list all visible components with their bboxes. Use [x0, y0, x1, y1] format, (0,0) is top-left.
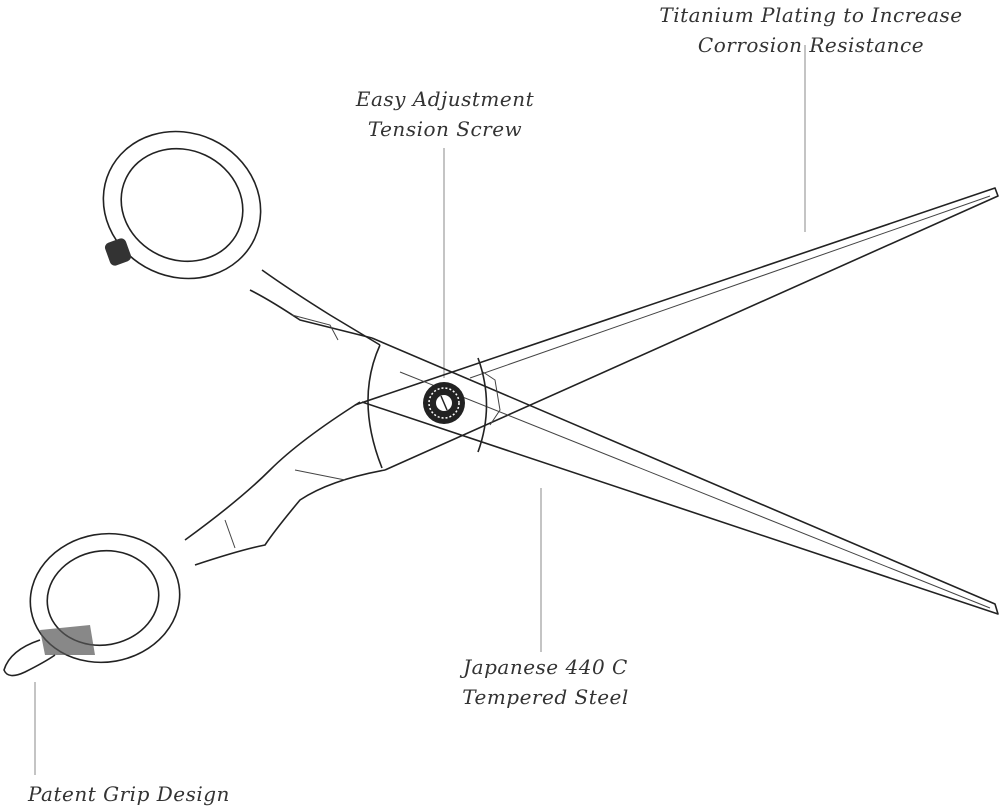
label-titanium-plating: Titanium Plating to Increase Corrosion R…: [636, 0, 986, 60]
lower-handle: [3, 401, 386, 677]
label-tension-screw: Easy Adjustment Tension Screw: [345, 84, 545, 144]
finger-rest: [3, 639, 56, 677]
blade-upper: [354, 187, 999, 471]
label-steel: Japanese 440 C Tempered Steel: [448, 652, 643, 712]
label-line: Easy Adjustment: [355, 87, 535, 111]
label-line: Tempered Steel: [462, 685, 629, 709]
tension-screw-icon: [423, 382, 465, 424]
label-grip: Patent Grip Design: [28, 782, 230, 806]
label-line: Corrosion Resistance: [697, 33, 925, 57]
pivot-plate: [367, 344, 501, 469]
blade-lower: [361, 337, 999, 615]
label-line: Japanese 440 C: [463, 655, 628, 679]
label-line: Tension Screw: [367, 117, 523, 141]
label-line: Titanium Plating to Increase: [659, 3, 963, 27]
upper-handle: [102, 130, 381, 346]
